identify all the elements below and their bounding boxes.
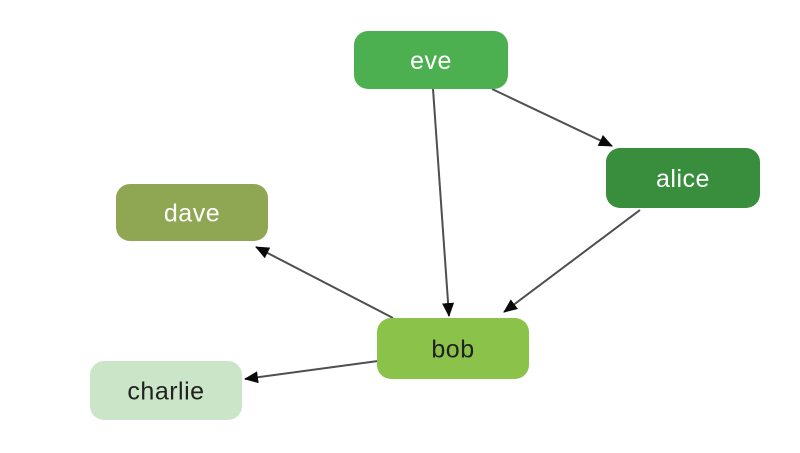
node-charlie-box[interactable] bbox=[90, 361, 242, 420]
edge-bob-to-dave bbox=[255, 246, 394, 319]
node-bob[interactable]: bob bbox=[377, 318, 529, 379]
nodes-layer: eve alice dave bob charlie bbox=[90, 31, 760, 420]
node-alice-box[interactable] bbox=[606, 148, 760, 208]
node-bob-box[interactable] bbox=[377, 318, 529, 379]
node-dave[interactable]: dave bbox=[116, 184, 268, 241]
node-eve[interactable]: eve bbox=[354, 31, 508, 89]
edges-layer bbox=[244, 88, 641, 384]
edge-bob-to-charlie bbox=[244, 360, 379, 384]
edge-eve-to-bob bbox=[432, 88, 455, 317]
edge-eve-to-alice bbox=[491, 88, 613, 147]
edge-alice-to-bob bbox=[503, 209, 641, 313]
node-dave-box[interactable] bbox=[116, 184, 268, 241]
node-alice[interactable]: alice bbox=[606, 148, 760, 208]
node-charlie[interactable]: charlie bbox=[90, 361, 242, 420]
node-eve-box[interactable] bbox=[354, 31, 508, 89]
